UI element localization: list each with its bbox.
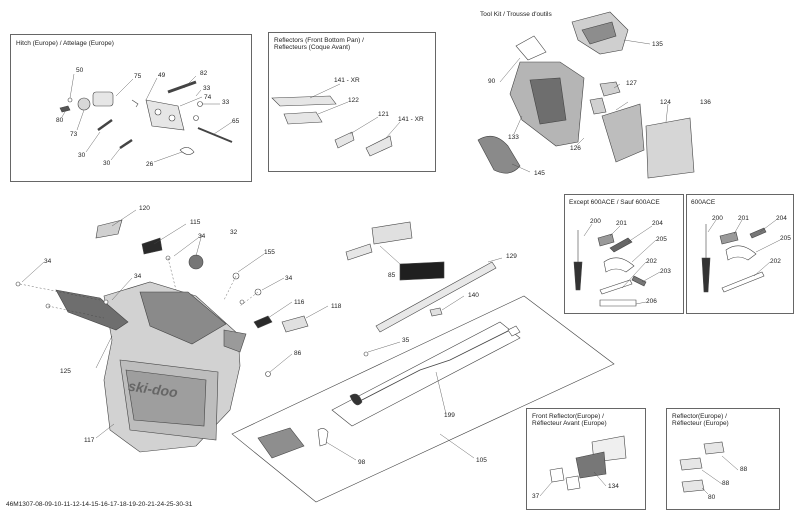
front-reflector-europe-box — [526, 408, 646, 510]
callout-140: 140 — [468, 292, 479, 299]
callout-except-206: 206 — [646, 298, 657, 305]
front-bottom-pan — [15, 209, 329, 453]
hitch-box-title: Hitch (Europe) / Attelage (Europe) — [16, 40, 114, 47]
front-reflector-europe-title-line1: Front Reflector(Europe) / — [532, 413, 604, 420]
callout-ace-204: 204 — [776, 215, 787, 222]
callout-90: 90 — [488, 78, 496, 85]
reflector-europe-title-line2: Réflecteur (Europe) — [672, 420, 729, 427]
callout-ace-202: 202 — [770, 258, 781, 265]
callout-141-xr-a: 141 - XR — [334, 77, 360, 84]
diagram-code: 46M1307-08-09-10-11-12-14-15-16-17-18-19… — [6, 501, 193, 508]
callout-82: 82 — [200, 70, 208, 77]
callout-122: 122 — [348, 97, 359, 104]
except-ace-box-title: Except 600ACE / Sauf 600ACE — [569, 199, 660, 206]
callout-124: 124 — [660, 99, 671, 106]
callout-34-d: 34 — [285, 275, 293, 282]
callout-33-a: 33 — [203, 85, 211, 92]
reflectors-box-title-line2: Reflecteurs (Coque Avant) — [274, 44, 351, 51]
callout-30-b: 30 — [103, 160, 111, 167]
callout-105: 105 — [476, 457, 487, 464]
callout-98: 98 — [358, 459, 366, 466]
callout-except-204: 204 — [652, 220, 663, 227]
callout-133: 133 — [508, 134, 519, 141]
callout-50: 50 — [76, 67, 84, 74]
callout-except-202: 202 — [646, 258, 657, 265]
callout-front-reflector-37: 37 — [532, 493, 540, 500]
callout-136: 136 — [700, 99, 711, 106]
front-reflector-europe-title-line2: Réflecteur Avant (Europe) — [532, 420, 607, 427]
callout-33-b: 33 — [222, 99, 230, 106]
hitch-leaders — [61, 73, 233, 163]
callout-32: 32 — [230, 229, 238, 236]
callout-126: 126 — [570, 145, 581, 152]
except-ace-box — [564, 194, 684, 314]
ace-tools — [701, 219, 781, 293]
callout-reflector-80: 80 — [708, 494, 716, 501]
reflector-europe-parts — [679, 441, 739, 495]
callout-85: 85 — [388, 272, 396, 279]
callout-30-a: 30 — [78, 152, 86, 159]
callout-120: 120 — [139, 205, 150, 212]
callout-35: 35 — [402, 337, 410, 344]
callout-reflector-88-a: 88 — [740, 466, 748, 473]
callout-26: 26 — [146, 161, 154, 168]
reflector-parts — [271, 83, 401, 157]
callout-141-xr-b: 141 - XR — [398, 116, 424, 123]
callout-49: 49 — [158, 72, 166, 79]
callout-ace-205: 205 — [780, 235, 791, 242]
callout-115: 115 — [190, 219, 201, 226]
callout-199: 199 — [444, 412, 455, 419]
callout-116: 116 — [294, 299, 305, 306]
reflectors-box — [268, 32, 436, 172]
callout-127: 127 — [626, 80, 637, 87]
callout-reflector-88-b: 88 — [722, 480, 730, 487]
callout-125: 125 — [60, 368, 71, 375]
reflectors-box-title-line1: Reflectors (Front Bottom Pan) / — [274, 37, 364, 44]
except-ace-tools — [573, 223, 661, 307]
toolkit-heading: Tool Kit / Trousse d'outils — [480, 11, 552, 18]
callout-135: 135 — [652, 41, 663, 48]
hitch-parts — [59, 80, 233, 155]
toolkit-parts — [477, 11, 695, 179]
callout-80-hitch: 80 — [56, 117, 64, 124]
middle-parts — [231, 221, 615, 503]
callout-117: 117 — [84, 437, 95, 444]
callout-75: 75 — [134, 73, 142, 80]
reflector-europe-box — [666, 408, 780, 510]
callout-34-b: 34 — [44, 258, 52, 265]
hitch-box — [10, 34, 252, 182]
front-reflector-europe-parts — [539, 435, 627, 497]
callout-34-a: 34 — [198, 233, 206, 240]
callout-73: 73 — [70, 131, 78, 138]
callout-except-203: 203 — [660, 268, 671, 275]
reflector-europe-title-line1: Reflector(Europe) / — [672, 413, 727, 420]
callout-ace-200: 200 — [712, 215, 723, 222]
callout-except-205: 205 — [656, 236, 667, 243]
callout-74: 74 — [204, 94, 212, 101]
callout-ace-201: 201 — [738, 215, 749, 222]
callout-129: 129 — [506, 253, 517, 260]
callout-145: 145 — [534, 170, 545, 177]
callout-except-201: 201 — [616, 220, 627, 227]
callout-121: 121 — [378, 111, 389, 118]
callout-except-200: 200 — [590, 218, 601, 225]
ace-box — [686, 194, 794, 314]
callout-65: 65 — [232, 118, 240, 125]
hood-brand-logo: ski-doo — [127, 377, 179, 401]
ace-box-title: 600ACE — [691, 199, 716, 206]
callout-118: 118 — [331, 303, 342, 310]
callout-front-reflector-134: 134 — [608, 483, 619, 490]
callout-155: 155 — [264, 249, 275, 256]
callout-86: 86 — [294, 350, 302, 357]
callout-34-c: 34 — [134, 273, 142, 280]
